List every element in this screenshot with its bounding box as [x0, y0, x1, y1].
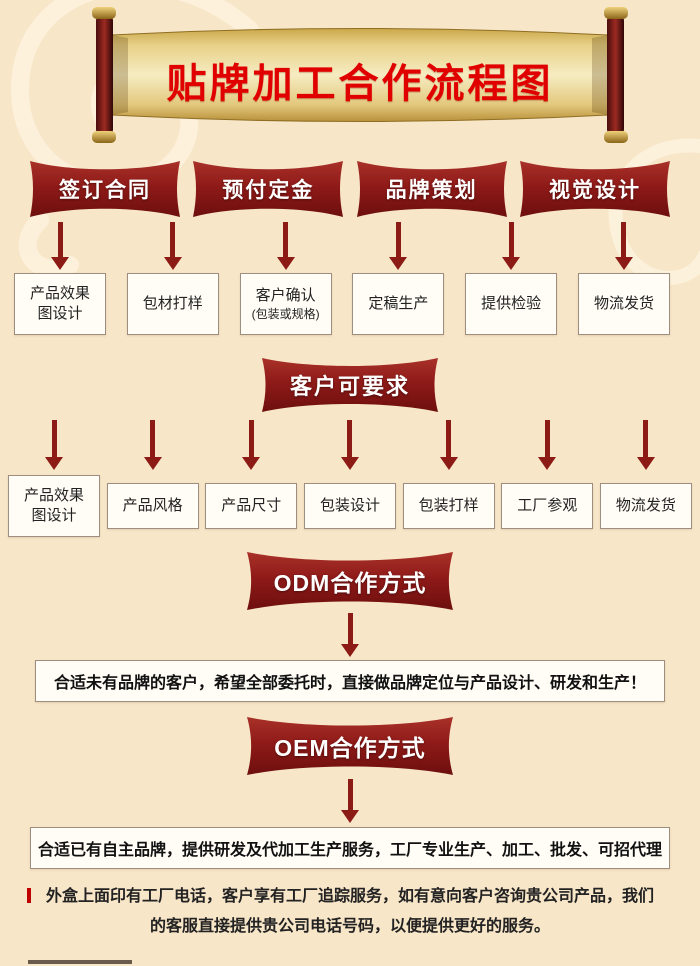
box-label: 产品风格	[122, 496, 183, 514]
box-provide-inspection: 提供检验	[465, 273, 558, 335]
down-arrow	[389, 222, 408, 270]
box-label: (包装或规格)	[251, 307, 320, 322]
odm-description-text: 合适未有品牌的客户，希望全部委托时，直接做品牌定位与产品设计、研发和生产！	[53, 675, 646, 692]
banner-visual-design: 视觉设计	[519, 161, 670, 217]
banner-sign-contract: 签订合同	[30, 161, 180, 217]
down-arrow	[45, 420, 63, 470]
stage1-banner-row: 签订合同 预付定金 品牌策划 视觉设计	[30, 161, 670, 217]
stage2-arrow-row	[8, 420, 692, 470]
box-product-size: 产品尺寸	[205, 483, 298, 529]
box-product-style: 产品风格	[106, 483, 199, 529]
banner-label: OEM合作方式	[274, 735, 426, 761]
box-label: 产品效果	[23, 486, 84, 504]
down-arrow	[51, 222, 69, 270]
title-scroll: 贴牌加工合作流程图	[80, 5, 640, 145]
box-packaging-material-sample: 包材打样	[126, 273, 219, 335]
stage2-box-row: 产品效果 图设计 产品风格 产品尺寸 包装设计 包装打样 工厂参观 物流发货	[8, 474, 692, 538]
box-label: 产品尺寸	[221, 496, 282, 514]
ribbon-shape	[247, 552, 453, 610]
banner-label: 视觉设计	[548, 179, 641, 202]
box-label: 物流发货	[593, 294, 654, 312]
box-label: 图设计	[31, 507, 77, 524]
oem-description: 合适已有自主品牌，提供研发及代加工生产服务，工厂专业生产、加工、批发、可招代理	[30, 827, 670, 869]
banner-label: 品牌策划	[385, 179, 478, 202]
down-arrow	[143, 420, 162, 470]
box-label: 产品效果	[29, 284, 90, 302]
down-arrow	[340, 420, 359, 470]
ribbon-shape	[356, 161, 507, 217]
box-factory-tour: 工厂参观	[501, 483, 594, 529]
box-label: 包材打样	[142, 294, 203, 312]
down-arrow	[276, 222, 295, 270]
ribbon-shape	[193, 161, 344, 217]
box-packaging-sample: 包装打样	[402, 483, 495, 529]
box-label: 工厂参观	[517, 496, 578, 514]
down-arrow	[163, 222, 182, 270]
banner-prepay-deposit: 预付定金	[193, 161, 344, 217]
footer-marker	[27, 888, 31, 903]
box-customer-confirmation: 客户确认 (包装或规格)	[239, 273, 332, 335]
box-logistics-shipping-2: 物流发货	[599, 483, 692, 529]
down-arrow	[341, 613, 359, 657]
down-arrow	[614, 222, 633, 270]
page-title: 贴牌加工合作流程图	[166, 62, 554, 106]
down-arrow	[242, 420, 261, 470]
banner-brand-planning: 品牌策划	[356, 161, 507, 217]
box-label: 物流发货	[615, 496, 676, 514]
down-arrow	[341, 779, 359, 823]
box-label: 提供检验	[481, 294, 542, 312]
banner-label: ODM合作方式	[273, 570, 427, 596]
ribbon-shape	[519, 161, 670, 217]
bottom-edge-strip	[28, 960, 132, 964]
down-arrow	[502, 222, 521, 270]
scroll-decoration	[92, 7, 628, 143]
box-label: 定稿生产	[368, 294, 429, 312]
footer-note: 外盒上面印有工厂电话，客户享有工厂追踪服务，如有意向客户咨询贵公司产品，我们 的…	[45, 888, 654, 935]
box-final-draft-production: 定稿生产	[352, 273, 445, 335]
oem-description-text: 合适已有自主品牌，提供研发及代加工生产服务，工厂专业生产、加工、批发、可招代理	[37, 842, 662, 859]
banner-customer-requirements: 客户可要求	[262, 358, 438, 412]
stage1-arrow-row	[14, 222, 670, 270]
box-product-effect-design: 产品效果 图设计	[14, 273, 106, 335]
banner-label: 客户可要求	[289, 374, 410, 399]
banner-odm-mode: ODM合作方式	[247, 552, 453, 610]
down-arrow	[439, 420, 458, 470]
box-logistics-shipping: 物流发货	[577, 273, 670, 335]
ribbon-shape	[262, 358, 438, 412]
ribbon-shape	[30, 161, 180, 217]
box-label: 图设计	[37, 305, 83, 322]
down-arrow	[538, 420, 557, 470]
box-label: 包装设计	[319, 496, 380, 514]
stage1-box-row: 产品效果 图设计 包材打样 客户确认 (包装或规格) 定稿生产 提供检验 物流发…	[14, 272, 670, 336]
down-arrow	[636, 420, 655, 470]
banner-oem-mode: OEM合作方式	[247, 717, 453, 775]
box-label: 包装打样	[418, 496, 479, 514]
odm-description: 合适未有品牌的客户，希望全部委托时，直接做品牌定位与产品设计、研发和生产！	[35, 660, 665, 702]
box-product-effect-design-2: 产品效果 图设计	[8, 475, 100, 537]
banner-label: 签订合同	[59, 179, 151, 202]
banner-label: 预付定金	[222, 179, 315, 202]
ribbon-shape	[247, 717, 453, 775]
box-label: 客户确认	[255, 286, 316, 304]
box-packaging-design: 包装设计	[303, 483, 396, 529]
